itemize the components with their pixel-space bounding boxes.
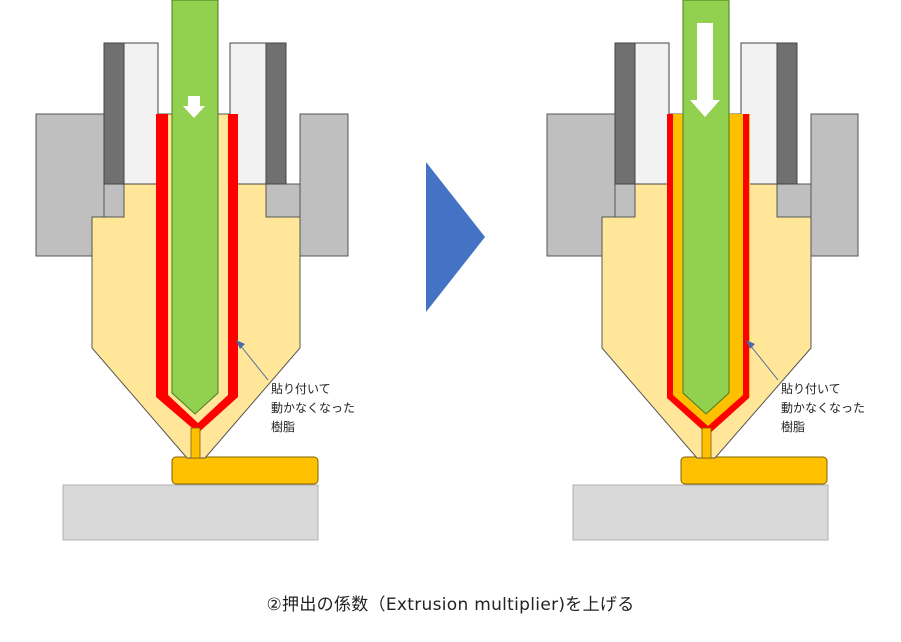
- nozzle-orifice: [701, 427, 712, 459]
- panel-before: 貼り付いて 動かなくなった 樹脂: [35, 0, 359, 541]
- extruded-bead: [171, 456, 319, 485]
- diagram-caption: ②押出の係数（Extrusion multiplier)を上げる: [266, 595, 635, 615]
- heater-block-right: [299, 113, 349, 257]
- print-bed: [62, 484, 319, 541]
- heat-break-left-dark: [614, 42, 636, 185]
- stuck-resin: [156, 114, 238, 433]
- stuck-resin: [667, 114, 749, 435]
- heater-block-inner-left: [614, 183, 636, 218]
- heater-block-inner-left: [103, 183, 125, 218]
- heat-break-left-light: [123, 42, 159, 185]
- annotation-arrowhead: [236, 340, 245, 349]
- nozzle-orifice: [190, 427, 201, 459]
- heat-break-right-dark: [776, 42, 798, 185]
- annotation-label: 貼り付いて 動かなくなった 樹脂: [781, 381, 869, 434]
- extruded-bead: [680, 456, 828, 485]
- heater-block-right: [810, 113, 859, 257]
- filament: [171, 0, 219, 415]
- heater-block-inner-right: [265, 183, 301, 218]
- push-arrow-large: [690, 23, 720, 117]
- heat-break-left-dark: [103, 42, 125, 185]
- print-bed: [572, 484, 829, 541]
- push-arrow-small: [183, 96, 205, 118]
- annotation-arrowhead: [746, 340, 755, 349]
- panel-after: 貼り付いて 動かなくなった 樹脂: [546, 0, 869, 541]
- heater-block-inner-right: [776, 183, 812, 218]
- heat-break-left-light: [634, 42, 670, 185]
- transition-arrow: [426, 162, 485, 312]
- heat-break-right-dark: [265, 42, 287, 185]
- annotation-label: 貼り付いて 動かなくなった 樹脂: [271, 381, 359, 434]
